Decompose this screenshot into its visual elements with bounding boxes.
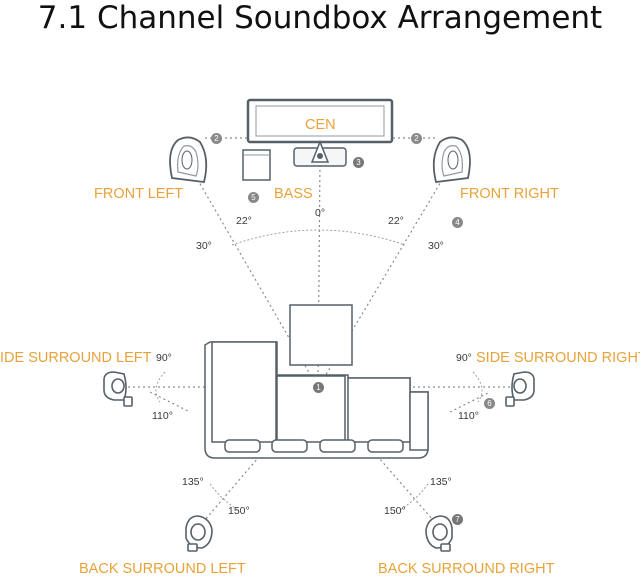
sofa-seat-mid2 [347, 377, 411, 443]
arc-side-right [472, 371, 483, 403]
page-title: 7.1 Channel Soundbox Arrangement [37, 0, 603, 36]
angle-back-right-135: 135° [430, 476, 452, 488]
angle-front-left-inner: 22° [236, 215, 252, 227]
front-right-speaker [432, 136, 471, 183]
label-cen: CEN [305, 117, 336, 133]
coffee-table [289, 304, 353, 366]
back-surround-left-speaker [185, 515, 213, 552]
angle-back-left-150: 150° [228, 505, 250, 517]
angle-front-right-inner: 22° [388, 215, 404, 227]
angle-back-right-150: 150° [384, 505, 406, 517]
center-speaker [293, 139, 347, 167]
sofa-seat-mid1 [276, 375, 346, 443]
arc-front [231, 229, 406, 246]
label-back-surround-right: BACK SURROUND RIGHT [378, 561, 555, 577]
sofa [204, 341, 429, 459]
badge-front-right-marker: 4 [452, 217, 463, 228]
badge-side-right: 6 [484, 398, 495, 409]
line-side-left-down [149, 391, 191, 413]
badge-subwoofer: 5 [248, 192, 259, 203]
sofa-cushion-1 [224, 439, 261, 453]
angle-side-left-90: 90° [156, 352, 172, 364]
sofa-cushion-4 [367, 439, 404, 453]
angle-side-right-110: 110° [458, 410, 479, 422]
sofa-seat-left [211, 341, 277, 443]
sofa-arm-right [409, 391, 429, 451]
label-bass: BASS [274, 186, 313, 202]
line-front-left [194, 174, 319, 389]
angle-arcs [155, 229, 483, 511]
label-side-surround-right: SIDE SURROUND RIGHT [476, 350, 640, 366]
angle-back-left-135: 135° [182, 476, 204, 488]
label-side-surround-left: IDE SURROUND LEFT [0, 350, 152, 366]
badge-front-left: 2 [211, 133, 222, 144]
arc-side-left [155, 371, 166, 403]
side-surround-right-speaker [505, 371, 535, 407]
label-front-right: FRONT RIGHT [460, 186, 559, 202]
badge-back-right: 7 [452, 514, 463, 525]
subwoofer [242, 149, 271, 181]
front-left-speaker [169, 136, 208, 183]
label-front-left: FRONT LEFT [94, 186, 184, 202]
badge-center: 3 [353, 157, 364, 168]
badge-listener: 1 [313, 382, 324, 393]
angle-front-center: 0° [315, 207, 326, 219]
angle-side-right-90: 90° [456, 352, 472, 364]
badge-front-right: 2 [411, 133, 422, 144]
angle-front-left-outer: 30° [196, 240, 212, 252]
angle-front-right-outer: 30° [428, 240, 444, 252]
label-back-surround-left: BACK SURROUND LEFT [79, 561, 246, 577]
side-surround-left-speaker [103, 371, 133, 407]
back-surround-right-speaker [425, 515, 453, 552]
angle-side-left-110: 110° [152, 410, 173, 422]
sofa-cushion-3 [319, 439, 356, 453]
sofa-cushion-2 [271, 439, 308, 453]
